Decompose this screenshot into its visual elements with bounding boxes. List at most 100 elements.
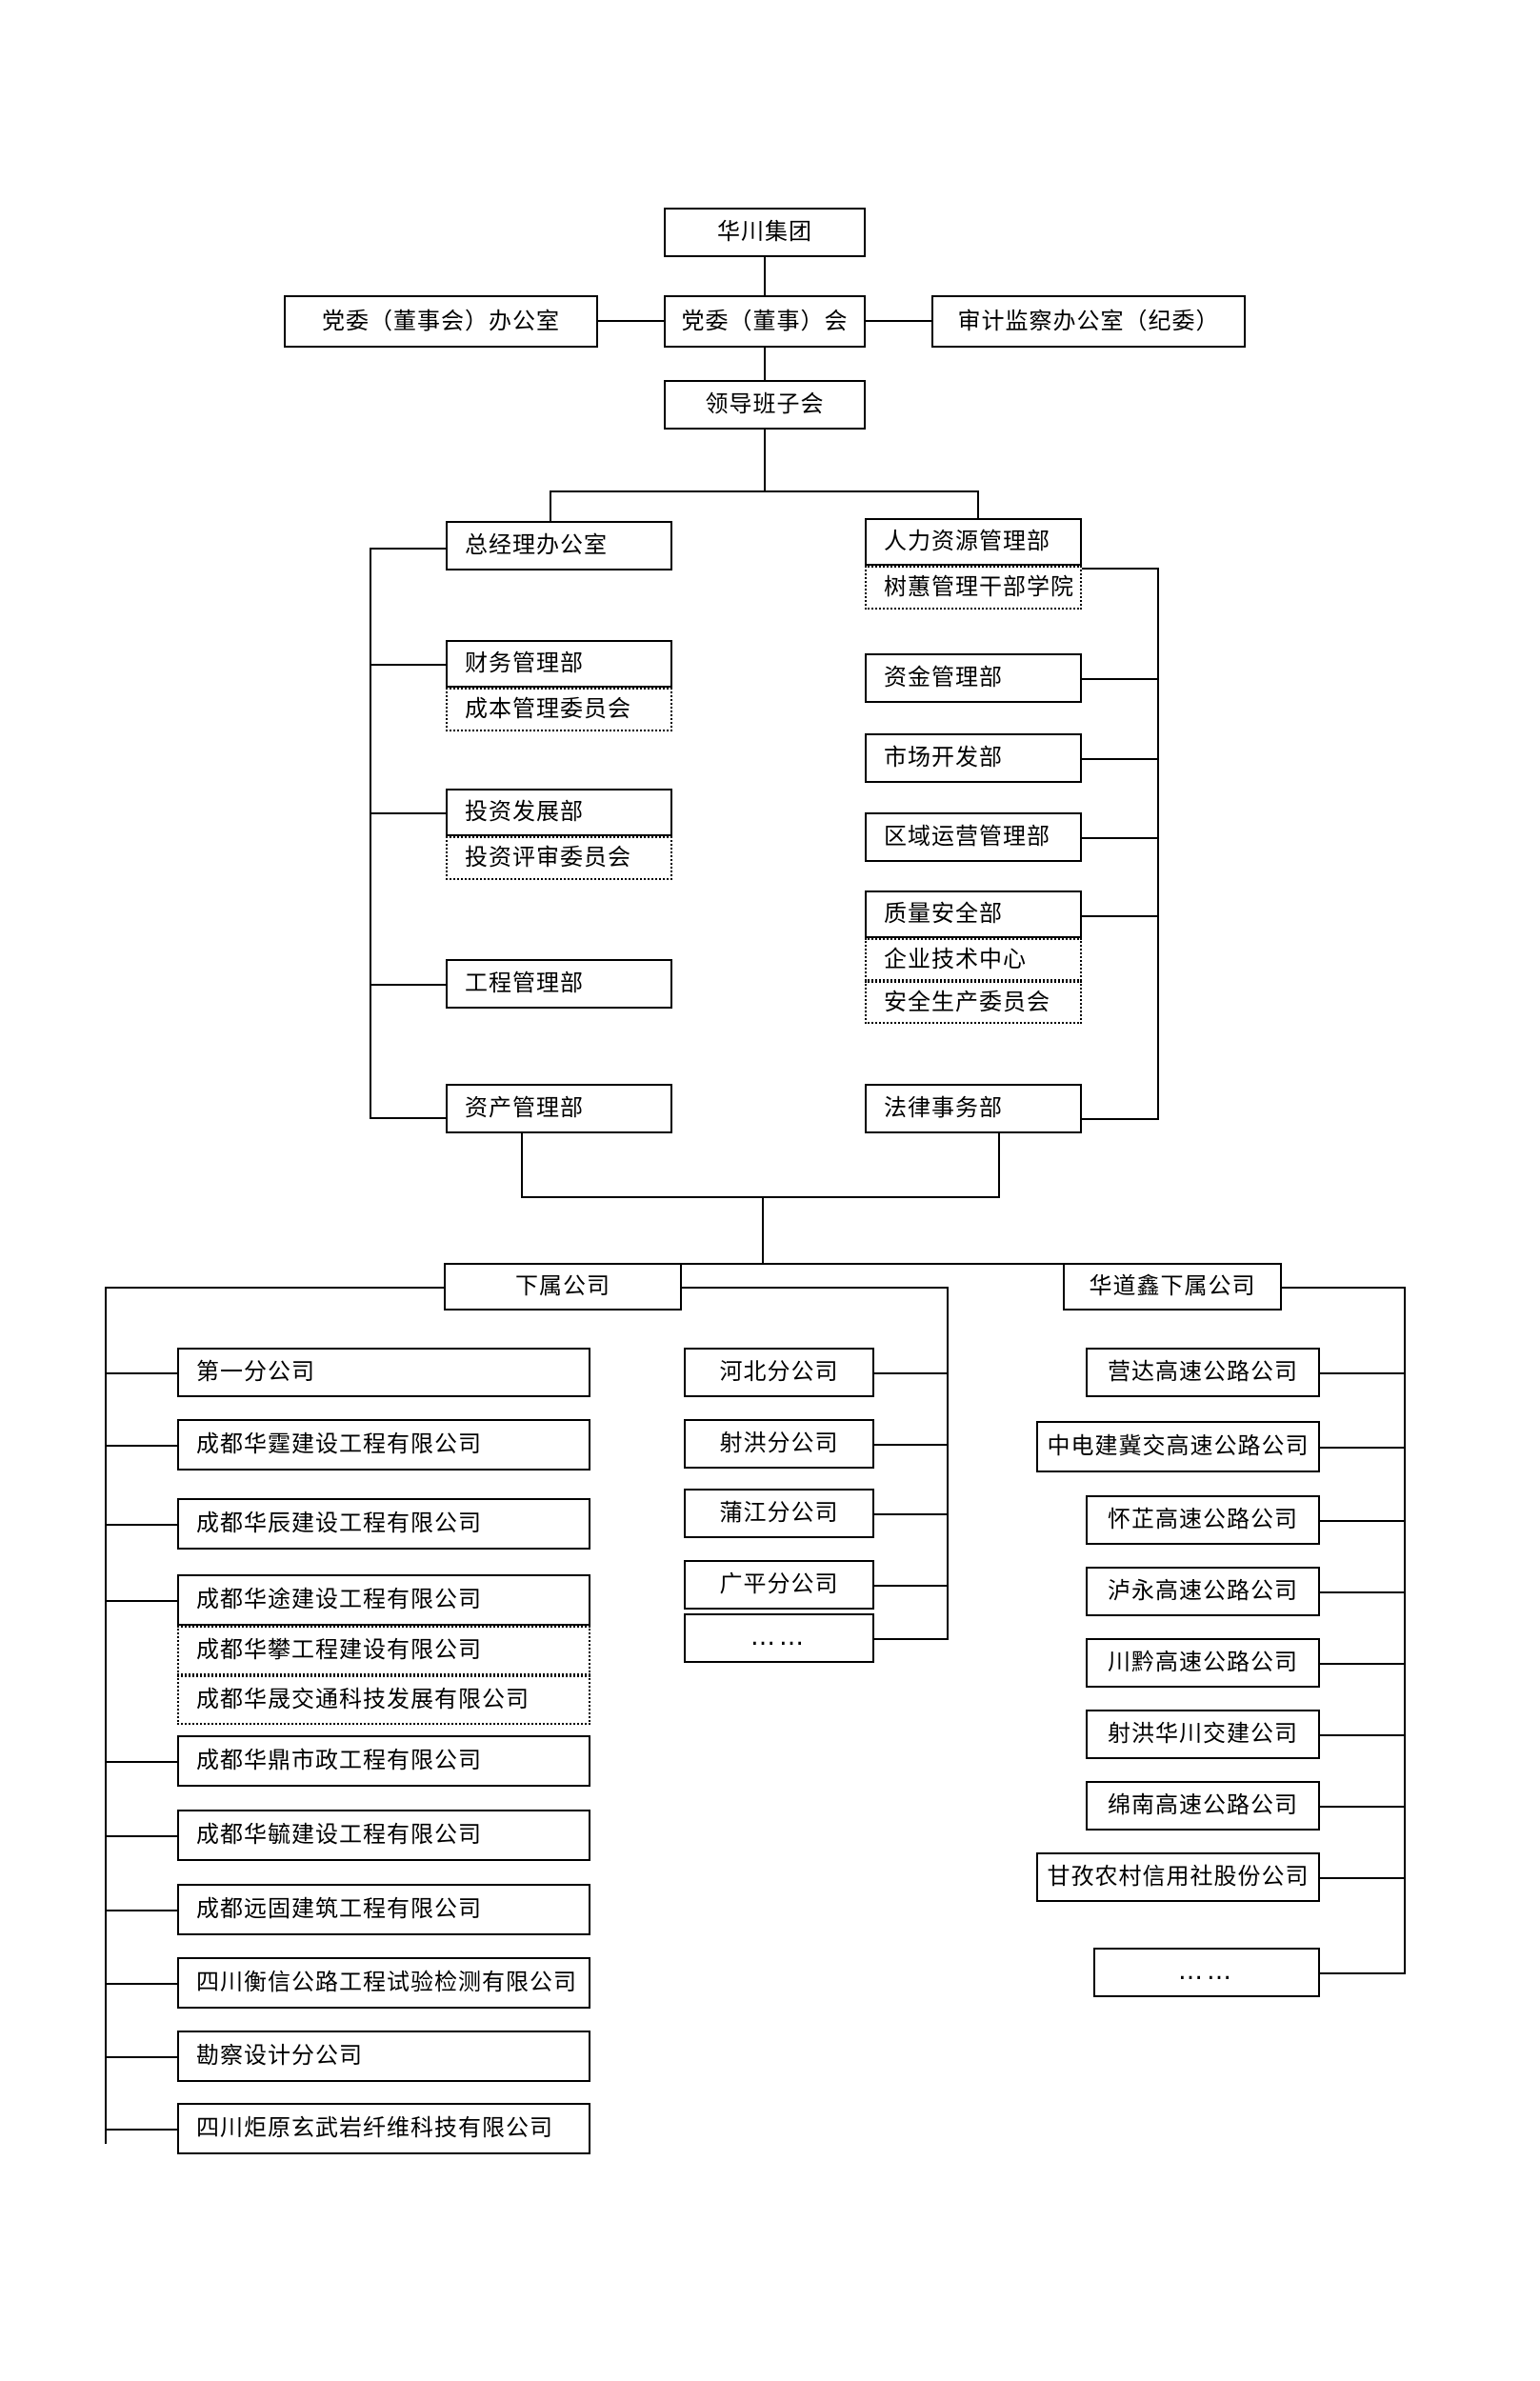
node-subsidiary-left-9-label: 四川衡信公路工程试验检测有限公司	[196, 1969, 577, 1996]
connector-subsidiary-left-1	[105, 1445, 177, 1447]
connector-group-middle-spine	[947, 1287, 949, 1639]
connector-root-to-party	[764, 257, 766, 295]
connector-subsidiary-merge-down	[762, 1196, 764, 1265]
node-sub-cost-management-committee[interactable]: 成本管理委员会	[446, 688, 672, 731]
connector-subsidiary-merge-bar	[521, 1196, 1000, 1198]
connector-subsidiary-left-9	[105, 1983, 177, 1985]
node-subsidiary-group-header[interactable]: 下属公司	[444, 1263, 682, 1311]
node-subsidiary-left-9[interactable]: 四川衡信公路工程试验检测有限公司	[177, 1957, 590, 2009]
node-dept-general-manager-office-label: 总经理办公室	[465, 531, 608, 559]
connector-group-left-spine	[105, 1287, 107, 2144]
node-subsidiary-left-5[interactable]: 成都华晟交通科技发展有限公司	[177, 1675, 590, 1725]
node-subsidiary-left-5-label: 成都华晟交通科技发展有限公司	[196, 1686, 530, 1713]
connector-legal-down	[998, 1133, 1000, 1198]
node-subsidiary-left-3[interactable]: 成都华途建设工程有限公司	[177, 1574, 590, 1626]
node-huadaoxin-3[interactable]: 泸永高速公路公司	[1086, 1567, 1320, 1616]
node-dept-investment-label: 投资发展部	[465, 798, 584, 826]
node-huadaoxin-1[interactable]: 中电建冀交高速公路公司	[1036, 1421, 1320, 1472]
node-dept-investment[interactable]: 投资发展部	[446, 789, 672, 836]
node-huadaoxin-header[interactable]: 华道鑫下属公司	[1063, 1263, 1282, 1311]
node-dept-market[interactable]: 市场开发部	[865, 733, 1082, 783]
node-subsidiary-left-4[interactable]: 成都华攀工程建设有限公司	[177, 1626, 590, 1675]
node-dept-asset[interactable]: 资产管理部	[446, 1084, 672, 1133]
node-huadaoxin-8-ellipsis[interactable]: ……	[1093, 1948, 1320, 1997]
node-leadership-label: 领导班子会	[705, 390, 825, 418]
connector-dept-split-bar	[550, 490, 979, 492]
node-subsidiary-left-7-label: 成都华毓建设工程有限公司	[196, 1821, 482, 1849]
connector-left-dept-spine	[370, 548, 371, 1119]
node-dept-legal[interactable]: 法律事务部	[865, 1084, 1082, 1133]
node-branch-3[interactable]: 广平分公司	[684, 1560, 874, 1610]
node-subsidiary-group-header-label: 下属公司	[515, 1272, 610, 1300]
node-dept-finance-label: 财务管理部	[465, 650, 584, 677]
node-root[interactable]: 华川集团	[664, 208, 866, 257]
connector-subsidiary-split-bar	[552, 1263, 1173, 1265]
node-branch-4-ellipsis[interactable]: ……	[684, 1613, 874, 1663]
node-huadaoxin-4-label: 川黔高速公路公司	[1108, 1649, 1298, 1676]
node-leadership[interactable]: 领导班子会	[664, 380, 866, 430]
connector-leadership-down	[764, 430, 766, 490]
node-huadaoxin-7[interactable]: 甘孜农村信用社股份公司	[1036, 1852, 1320, 1902]
node-dept-quality-safety-label: 质量安全部	[884, 900, 1003, 928]
connector-right-dept-0	[1082, 568, 1159, 570]
node-subsidiary-left-11-label: 四川炬原玄武岩纤维科技有限公司	[196, 2114, 553, 2142]
node-dept-engineering[interactable]: 工程管理部	[446, 959, 672, 1009]
connector-right-dept-3	[1082, 837, 1159, 839]
node-subsidiary-left-1[interactable]: 成都华霆建设工程有限公司	[177, 1419, 590, 1471]
node-huadaoxin-5[interactable]: 射洪华川交建公司	[1086, 1710, 1320, 1759]
connector-subsidiary-left-0	[105, 1372, 177, 1374]
node-party-office-label: 党委（董事会）办公室	[322, 307, 560, 334]
connector-subsidiary-left-11	[105, 2129, 177, 2131]
node-dept-engineering-label: 工程管理部	[465, 970, 584, 997]
connector-right-dept-1	[1082, 678, 1159, 680]
node-dept-general-manager-office[interactable]: 总经理办公室	[446, 521, 672, 570]
node-dept-hr[interactable]: 人力资源管理部	[865, 518, 1082, 566]
connector-huadaoxin-header-right-stub	[1282, 1287, 1406, 1289]
node-dept-fund[interactable]: 资金管理部	[865, 653, 1082, 703]
node-branch-1[interactable]: 射洪分公司	[684, 1419, 874, 1469]
connector-branch-3	[874, 1585, 949, 1587]
connector-subsidiary-left-7	[105, 1835, 177, 1837]
connector-branch-4	[874, 1638, 949, 1640]
connector-left-dept-4	[370, 1117, 446, 1119]
node-audit-office[interactable]: 审计监察办公室（纪委）	[931, 295, 1246, 348]
node-huadaoxin-4[interactable]: 川黔高速公路公司	[1086, 1638, 1320, 1688]
node-huadaoxin-8-ellipsis-label: ……	[1178, 1957, 1235, 1987]
node-sub-shuhui-cadre-college[interactable]: 树蕙管理干部学院	[865, 566, 1082, 610]
connector-huadaoxin-5	[1320, 1734, 1406, 1736]
node-huadaoxin-0-label: 营达高速公路公司	[1108, 1358, 1298, 1386]
connector-left-dept-3	[370, 984, 446, 986]
node-party-office[interactable]: 党委（董事会）办公室	[284, 295, 598, 348]
node-branch-2[interactable]: 蒲江分公司	[684, 1489, 874, 1538]
node-branch-0[interactable]: 河北分公司	[684, 1348, 874, 1397]
node-subsidiary-left-7[interactable]: 成都华毓建设工程有限公司	[177, 1810, 590, 1861]
node-dept-regional-operations[interactable]: 区域运营管理部	[865, 812, 1082, 862]
connector-subsidiary-left-8	[105, 1910, 177, 1911]
node-branch-3-label: 广平分公司	[719, 1571, 839, 1598]
connector-group-header-right-stub	[682, 1287, 949, 1289]
connector-right-dept-2	[1082, 758, 1159, 760]
node-dept-legal-label: 法律事务部	[884, 1094, 1003, 1122]
node-subsidiary-left-8[interactable]: 成都远固建筑工程有限公司	[177, 1884, 590, 1935]
connector-huadaoxin-1	[1320, 1447, 1406, 1449]
node-audit-office-label: 审计监察办公室（纪委）	[957, 307, 1220, 334]
node-sub-production-safety-committee-label: 安全生产委员会	[884, 988, 1050, 1015]
connector-right-dept-spine	[1157, 568, 1159, 1120]
node-sub-production-safety-committee[interactable]: 安全生产委员会	[865, 981, 1082, 1024]
connector-branch-0	[874, 1372, 949, 1374]
node-huadaoxin-6[interactable]: 绵南高速公路公司	[1086, 1781, 1320, 1831]
node-sub-enterprise-tech-center[interactable]: 企业技术中心	[865, 938, 1082, 981]
node-subsidiary-left-0[interactable]: 第一分公司	[177, 1348, 590, 1397]
node-party-committee[interactable]: 党委（董事）会	[664, 295, 866, 348]
node-sub-investment-review-committee[interactable]: 投资评审委员会	[446, 836, 672, 880]
node-subsidiary-left-6[interactable]: 成都华鼎市政工程有限公司	[177, 1735, 590, 1787]
node-dept-finance[interactable]: 财务管理部	[446, 640, 672, 688]
node-subsidiary-left-10[interactable]: 勘察设计分公司	[177, 2031, 590, 2082]
node-subsidiary-left-3-label: 成都华途建设工程有限公司	[196, 1586, 482, 1613]
node-subsidiary-left-2[interactable]: 成都华辰建设工程有限公司	[177, 1498, 590, 1550]
connector-dept-right-drop	[977, 490, 979, 521]
node-dept-quality-safety[interactable]: 质量安全部	[865, 890, 1082, 938]
node-huadaoxin-0[interactable]: 营达高速公路公司	[1086, 1348, 1320, 1397]
node-subsidiary-left-11[interactable]: 四川炬原玄武岩纤维科技有限公司	[177, 2103, 590, 2154]
node-huadaoxin-2[interactable]: 怀芷高速公路公司	[1086, 1495, 1320, 1545]
